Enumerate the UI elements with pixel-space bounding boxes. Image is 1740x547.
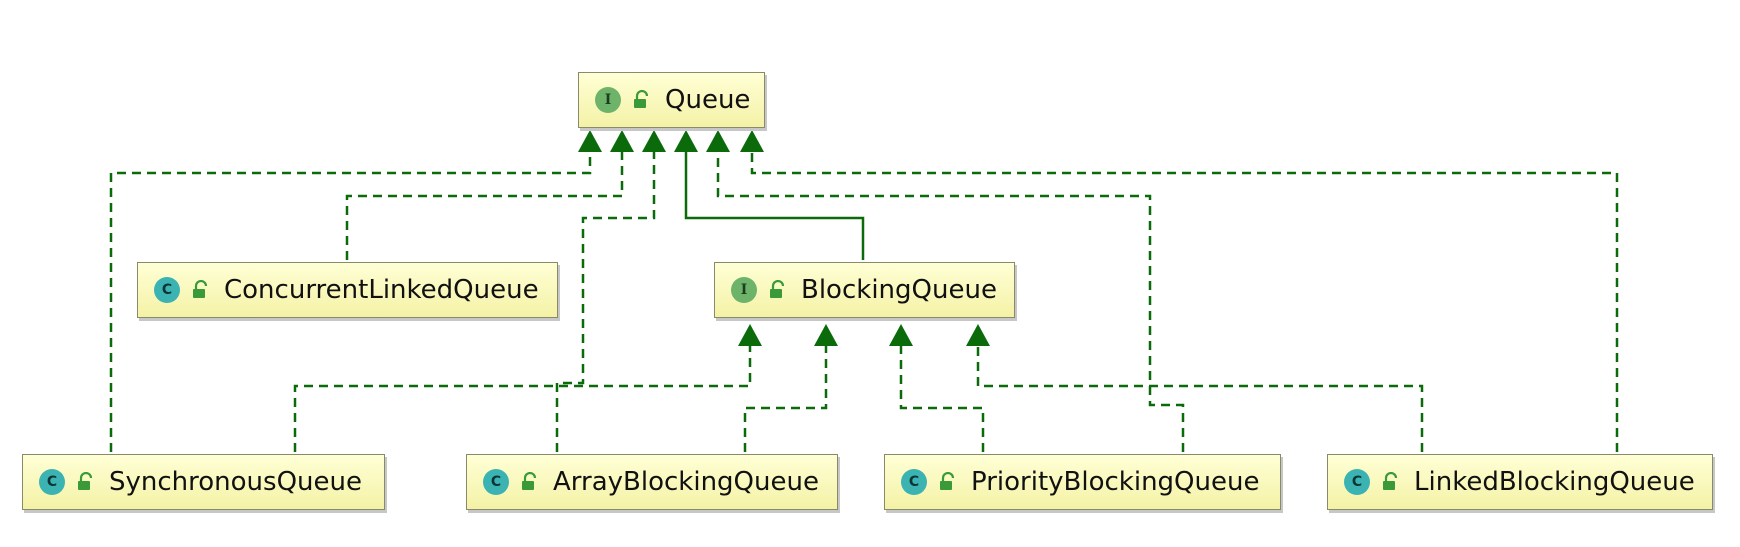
interface-icon: I <box>731 277 757 303</box>
class-icon: C <box>901 469 927 495</box>
arrowhead <box>706 130 730 152</box>
node-label: LinkedBlockingQueue <box>1414 467 1695 497</box>
arrowhead <box>738 324 762 346</box>
edge-blocking-to-queue <box>684 150 865 260</box>
unlock-icon <box>940 472 955 490</box>
edge-concurrent-to-queue <box>345 150 624 260</box>
node-label: SynchronousQueue <box>109 467 362 497</box>
class-icon: C <box>1344 469 1370 495</box>
unlock-icon <box>1383 472 1398 490</box>
node-synchronous-queue[interactable]: C SynchronousQueue <box>22 454 385 510</box>
node-label: Queue <box>665 85 751 115</box>
arrowhead <box>578 130 602 152</box>
unlock-icon <box>634 90 649 108</box>
node-queue[interactable]: I Queue <box>578 72 765 128</box>
arrowhead <box>740 130 764 152</box>
node-label: ArrayBlockingQueue <box>553 467 819 497</box>
class-icon: C <box>483 469 509 495</box>
arrowhead <box>642 130 666 152</box>
node-blocking-queue[interactable]: I BlockingQueue <box>714 262 1015 318</box>
unlock-icon <box>78 472 93 490</box>
unlock-icon <box>193 280 208 298</box>
arrowhead <box>889 324 913 346</box>
edge-priority-to-blocking <box>899 344 985 452</box>
node-label: BlockingQueue <box>801 275 997 305</box>
node-label: ConcurrentLinkedQueue <box>224 275 539 305</box>
unlock-icon <box>522 472 537 490</box>
arrowhead <box>610 130 634 152</box>
node-concurrent-linked-queue[interactable]: C ConcurrentLinkedQueue <box>137 262 558 318</box>
node-label: PriorityBlockingQueue <box>971 467 1260 497</box>
node-array-blocking-queue[interactable]: C ArrayBlockingQueue <box>466 454 838 510</box>
arrowhead <box>674 130 698 152</box>
unlock-icon <box>770 280 785 298</box>
node-priority-blocking-queue[interactable]: C PriorityBlockingQueue <box>884 454 1281 510</box>
edge-array-to-blocking <box>743 344 828 452</box>
edge-linked-to-queue <box>750 150 1619 452</box>
edge-synchronous-to-queue <box>109 150 592 452</box>
class-icon: C <box>39 469 65 495</box>
interface-icon: I <box>595 87 621 113</box>
arrowhead <box>966 324 990 346</box>
class-icon: C <box>154 277 180 303</box>
edge-synchronous-to-blocking <box>293 344 752 452</box>
arrowhead <box>814 324 838 346</box>
edge-priority-to-queue <box>716 150 1185 452</box>
edge-linked-to-blocking <box>976 344 1424 452</box>
node-linked-blocking-queue[interactable]: C LinkedBlockingQueue <box>1327 454 1713 510</box>
